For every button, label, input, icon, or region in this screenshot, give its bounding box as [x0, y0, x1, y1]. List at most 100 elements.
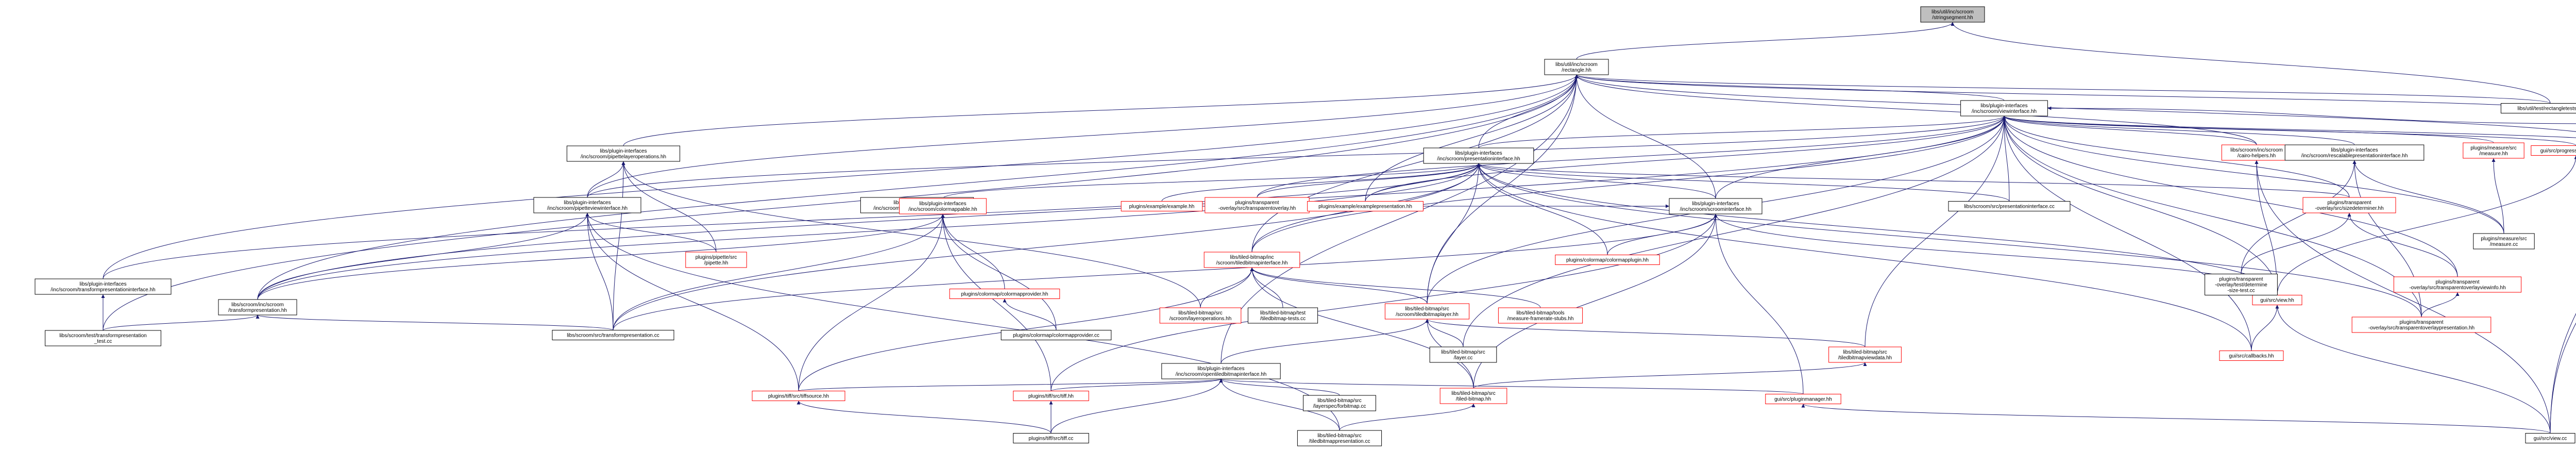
graph-node-tiledbitmaplayer[interactable]: libs/tiled-bitmap/src/scroom/tiledbitmap…: [1384, 303, 1470, 320]
graph-node-transformpresentation-hh[interactable]: libs/scroom/inc/scroom/transformpresenta…: [218, 299, 297, 315]
graph-node-exampleh[interactable]: plugins/example/example.hh: [1121, 201, 1203, 211]
dependency-edge: [2251, 305, 2279, 351]
node-label: /pipette.hh: [704, 260, 728, 266]
graph-node-measurehh[interactable]: plugins/measure/src/measure.hh: [2463, 142, 2524, 159]
graph-node-transparentoverlay[interactable]: plugins/transparent-overlay/src/transpar…: [1205, 197, 1310, 213]
node-label: /measure-framerate-stubs.hh: [1507, 316, 1574, 322]
dependency-edge: [2352, 160, 2504, 234]
dependency-edge: [621, 161, 717, 253]
graph-node-tiledbitmapviewdata[interactable]: libs/tiled-bitmap/src/tiledbitmapviewdat…: [1828, 346, 1902, 363]
node-label: libs/scroom/inc/scroom: [231, 302, 284, 308]
dependency-edge: [1257, 115, 2006, 198]
graph-node-colormapprovider-hh[interactable]: plugins/colormap/colormapprovider.hh: [949, 289, 1060, 299]
graph-node-sizedeterminer[interactable]: plugins/transparent-overlay/src/sizedete…: [2302, 197, 2396, 213]
node-label: libs/util/inc/scroom: [1931, 9, 1974, 15]
graph-node-rectangle[interactable]: libs/util/inc/scroom/rectangle.hh: [1544, 59, 1609, 75]
dependency-edge: [1219, 378, 1804, 394]
node-label: /scroom/tiledbitmaplayer.hh: [1396, 312, 1459, 318]
node-label: /inc/scroom/pipetteviewinterface.hh: [547, 206, 628, 211]
graph-node-stringsegment[interactable]: libs/util/inc/scroom/stringsegment.hh: [1920, 6, 1985, 23]
graph-node-tiledbitmaphh[interactable]: libs/tiled-bitmap/src/tiled-bitmap.hh: [1439, 388, 1507, 404]
graph-node-callbacks[interactable]: gui/src/callbacks.hh: [2219, 351, 2284, 361]
node-label: plugins/measure/src: [2470, 145, 2516, 151]
node-box: [2500, 103, 2576, 113]
dependency-edge: [1200, 267, 1254, 308]
graph-node-transformpresentationcc[interactable]: libs/scroom/src/transformpresentation.cc: [552, 330, 674, 340]
dependency-edge: [621, 161, 1201, 308]
node-label: /inc/scroom/presentationinterface.hh: [1437, 156, 1520, 162]
node-box: [1423, 147, 1534, 164]
graph-node-layeroperations[interactable]: libs/tiled-bitmap/src/scroom/layeroperat…: [1159, 307, 1242, 324]
graph-node-presentationinterface[interactable]: libs/plugin-interfaces/inc/scroom/presen…: [1423, 147, 1534, 164]
dependency-edge: [1473, 213, 1718, 389]
dependency-edge: [1339, 403, 1476, 431]
graph-node-cairohelpers[interactable]: libs/scroom/inc/scroom/cairo-helpers.hh: [2221, 144, 2292, 161]
graph-node-tiffsource[interactable]: plugins/tiff/src/tiffsource.hh: [752, 391, 845, 401]
dependency-edge: [941, 213, 1052, 391]
dependency-edge: [941, 213, 1005, 289]
graph-node-colormappable[interactable]: libs/plugin-interfaces/inc/scroom/colorm…: [899, 198, 987, 214]
graph-node-tiffcc[interactable]: plugins/tiff/src/tiff.cc: [1013, 433, 1089, 443]
graph-node-measurecc[interactable]: plugins/measure/src/measure.cc: [2473, 233, 2535, 250]
dependency-edge: [798, 378, 1223, 391]
node-label: /scroom/layeroperations.hh: [1170, 316, 1232, 322]
dependency-edge: [2255, 160, 2278, 295]
graph-node-colormapplugin[interactable]: plugins/colormap/colormapplugin.hh: [1555, 255, 1660, 265]
dependency-edge: [103, 74, 1579, 331]
node-box: [1765, 394, 1841, 404]
graph-node-tiledbitmaptests[interactable]: libs/tiled-bitmap/test/tiledbitmap-tests…: [1247, 307, 1318, 324]
graph-node-pipettehh[interactable]: plugins/pipette/src/pipette.hh: [685, 252, 747, 268]
dependency-edge: [2002, 115, 2458, 277]
node-box: [1948, 201, 2071, 211]
graph-node-tiledbitmapinterface[interactable]: libs/tiled-bitmap/inc/scroom/tiledbitmap…: [1204, 252, 1300, 268]
graph-node-transformpresentation-test[interactable]: libs/scroom/test/transformpresentation_t…: [45, 330, 161, 346]
node-label: plugins/tiff/src/tiffsource.hh: [768, 394, 829, 400]
dependency-edge: [1250, 267, 1541, 308]
graph-node-layercc[interactable]: libs/tiled-bitmap/src/layer.cc: [1429, 346, 1497, 363]
node-box: [2393, 276, 2522, 293]
graph-node-openpresentation[interactable]: libs/plugin-interfaces/inc/scroom/openti…: [1161, 363, 1281, 379]
dependency-edge: [941, 213, 1057, 330]
node-label: /tiled-bitmap.hh: [1456, 396, 1491, 402]
graph-node-presentationinterfacecc[interactable]: libs/scroom/src/presentationinterface.cc: [1948, 201, 2071, 211]
dependency-edge: [2047, 106, 2576, 124]
node-box: [2473, 233, 2535, 250]
node-label: -overlay/src/transparentoverlayviewinfo.…: [2409, 285, 2505, 291]
node-label: libs/plugin-interfaces: [79, 281, 126, 287]
dependency-edge: [1477, 163, 1608, 255]
dependency-edge: [103, 163, 1481, 279]
graph-node-viewcc[interactable]: gui/src/view.cc: [2525, 433, 2575, 443]
graph-node-progressbarmanager[interactable]: gui/src/progressbarmanager.hh: [2531, 145, 2576, 156]
graph-node-pipetteviewinterface[interactable]: libs/plugin-interfaces/inc/scroom/pipett…: [533, 197, 641, 213]
graph-node-viewh[interactable]: gui/src/view.hh: [2252, 295, 2302, 305]
graph-node-rectangletests[interactable]: libs/util/test/rectangletests.cc: [2500, 103, 2576, 113]
graph-node-tiffhh[interactable]: plugins/tiff/src/tiff.hh: [1013, 391, 1089, 401]
node-label: plugins/transparent: [2435, 279, 2479, 285]
node-box: [1013, 433, 1089, 443]
graph-node-rescalablepresentation[interactable]: libs/plugin-interfaces/inc/scroom/rescal…: [2284, 144, 2425, 161]
node-box: [1544, 59, 1609, 75]
graph-node-scrollinterface[interactable]: libs/plugin-interfaces/inc/scroom/scroom…: [1669, 198, 1762, 214]
graph-node-sizedeterminertest[interactable]: plugins/transparent-overlay/test/determi…: [2205, 274, 2278, 295]
dependency-nodes: libs/util/inc/scroom/stringsegment.hhlib…: [35, 6, 2576, 446]
node-label: libs/tiled-bitmap/tools: [1516, 310, 1564, 316]
node-box: [218, 299, 297, 315]
graph-node-examplepresentation[interactable]: plugins/example/examplepresentation.hh: [1307, 201, 1423, 211]
graph-node-transparentoverlayviewinfo[interactable]: plugins/transparent-overlay/src/transpar…: [2393, 276, 2522, 293]
graph-node-transformpresentationinterface[interactable]: libs/plugin-interfaces/inc/scroom/transf…: [35, 278, 172, 295]
graph-node-transparentoverlaypresentation[interactable]: plugins/transparent-overlay/src/transpar…: [2351, 317, 2492, 333]
graph-node-tiledbitmappresentation[interactable]: libs/tiled-bitmap/src/tiledbitmappresent…: [1297, 430, 1382, 446]
graph-node-viewinterface[interactable]: libs/plugin-interfaces/inc/scroom/viewin…: [1960, 100, 2048, 117]
graph-node-pluginmanager[interactable]: gui/src/pluginmanager.hh: [1765, 394, 1841, 404]
dependency-edge: [257, 163, 1481, 300]
dependency-edge: [2002, 115, 2257, 145]
dependency-edge: [1257, 163, 1481, 198]
graph-node-colormapprovider-cc[interactable]: plugins/colormap/colormapprovider.cc: [1001, 330, 1112, 340]
graph-node-measureframerate[interactable]: libs/tiled-bitmap/tools/measure-framerat…: [1498, 307, 1583, 324]
dependency-edge: [798, 213, 945, 391]
dependency-edge: [256, 314, 614, 330]
graph-node-pipettelayeroperations[interactable]: libs/plugin-interfaces/inc/scroom/pipett…: [566, 145, 681, 162]
graph-node-dummypresentation[interactable]: libs/tiled-bitmap/src/layerspec/forbitma…: [1303, 395, 1376, 411]
node-label: libs/scroom/inc/scroom: [2230, 147, 2283, 153]
node-label: /inc/scroom/colormappable.hh: [908, 207, 977, 212]
